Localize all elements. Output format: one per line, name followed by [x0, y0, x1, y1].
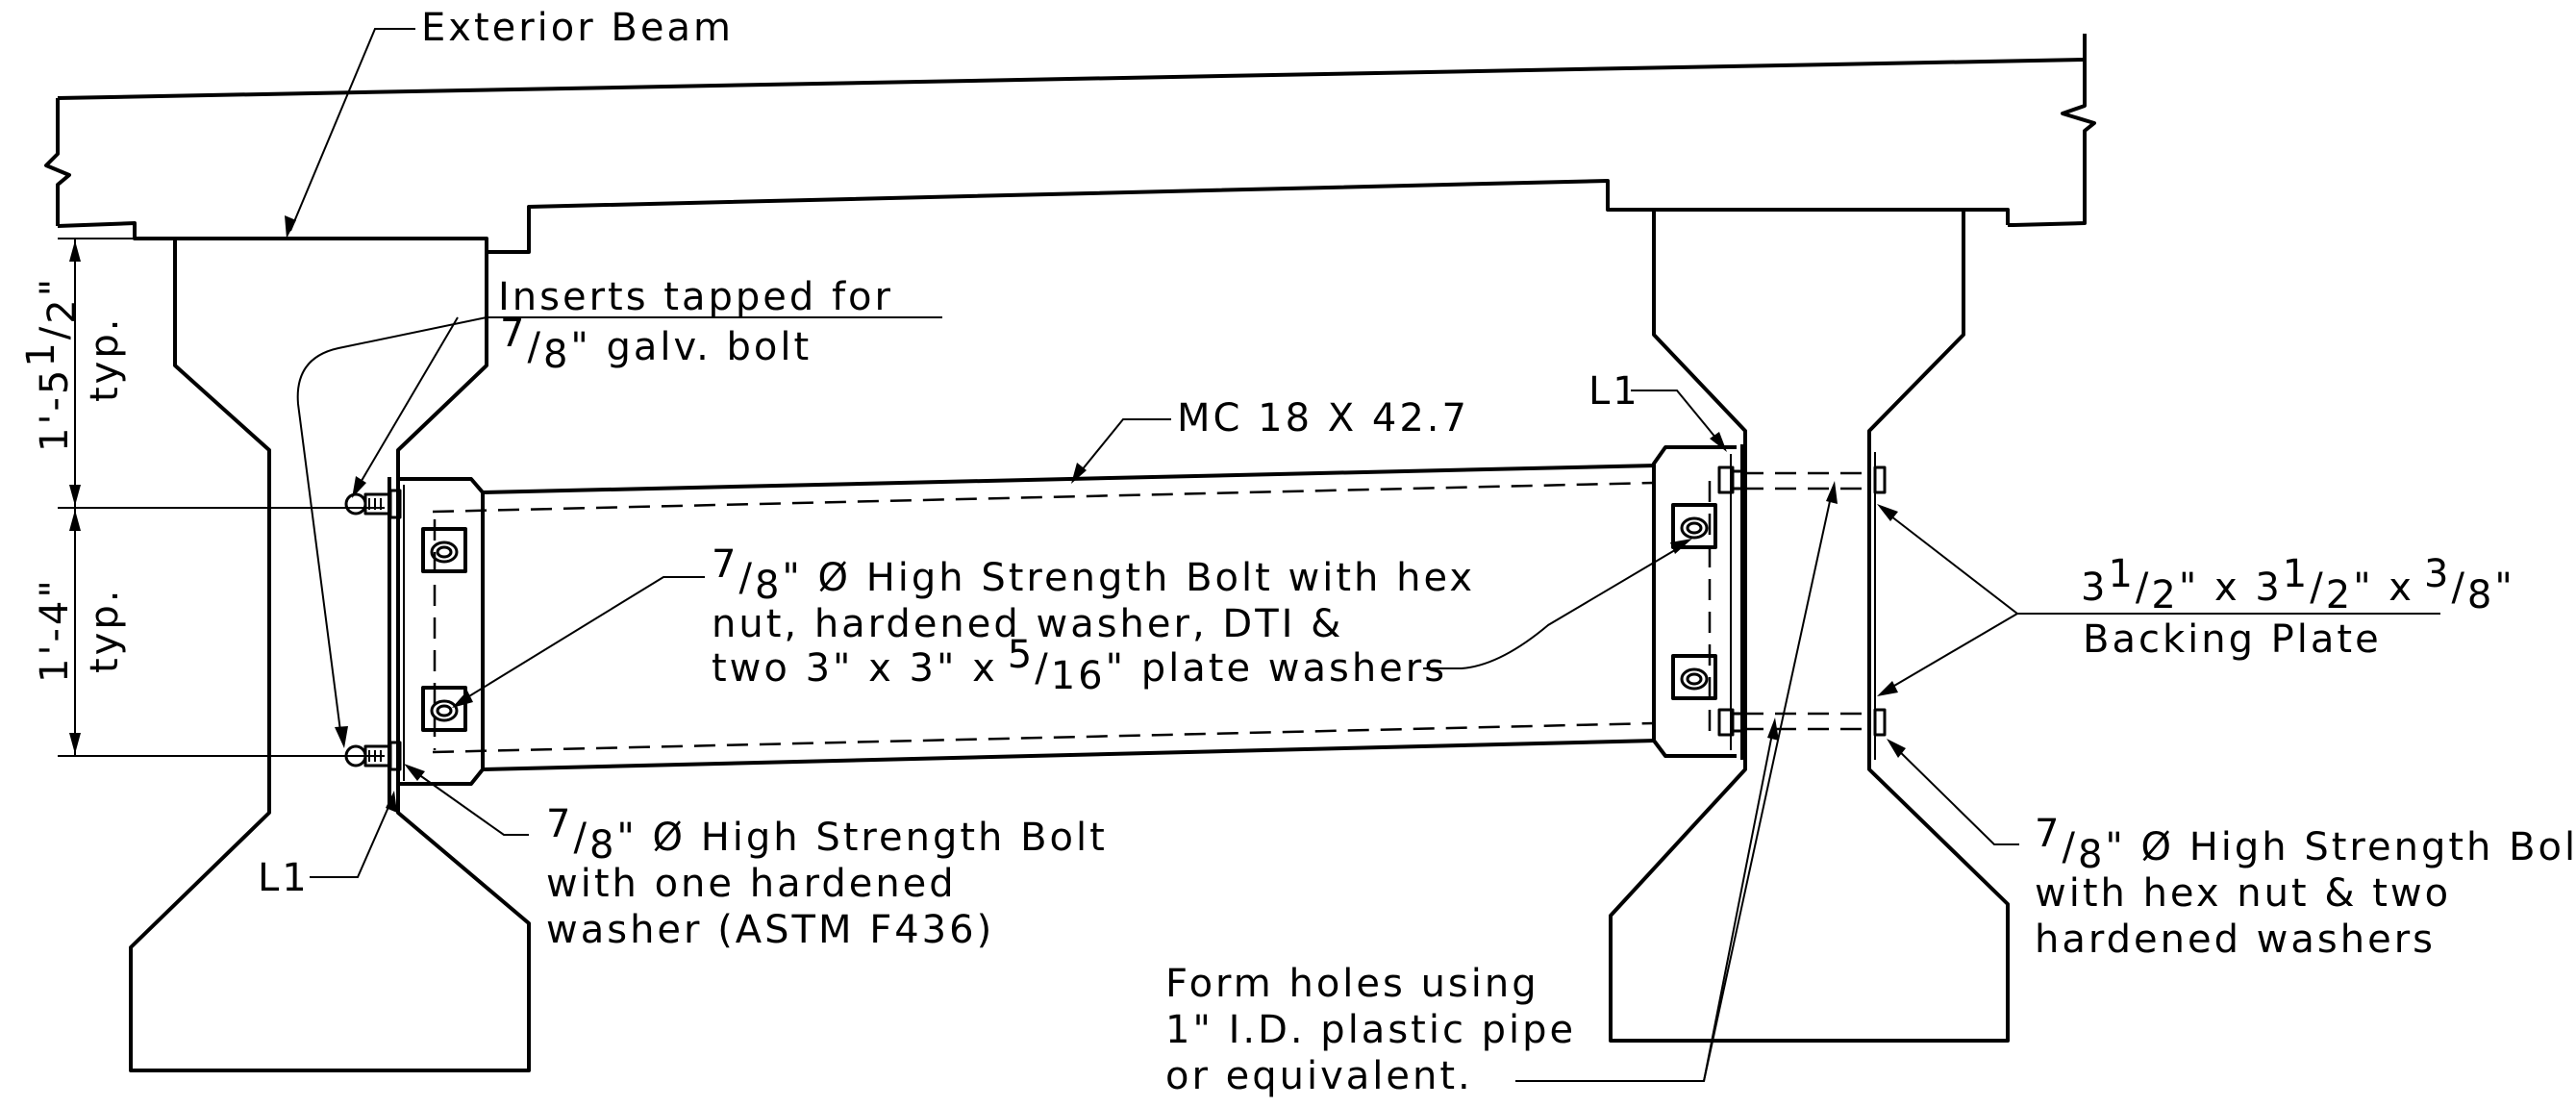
vertical-dimensions [58, 238, 385, 757]
form-holes-leader [1515, 481, 1838, 1082]
label-hs-bolt-main-line1: 7/8" Ø High Strength Bolt with hex [712, 542, 1475, 608]
right-connection-angle [1652, 444, 1744, 760]
label-form-holes-line2: 1" I.D. plastic pipe [1165, 1008, 1576, 1052]
exterior-beam-leader [285, 28, 415, 239]
mc-channel-diaphragm [432, 464, 1657, 771]
label-form-holes-line1: Form holes using [1165, 962, 1539, 1006]
dim-lower-typ: typ. [83, 588, 127, 673]
left-upper-insert-bolt [344, 489, 402, 519]
left-connection-angle [388, 477, 485, 808]
hs-bolt-left-leader [404, 764, 529, 836]
right-lower-through-bolt [1717, 708, 1887, 737]
label-hs-bolt-left-line3: washer (ASTM F436) [546, 908, 994, 952]
channel-leader [1071, 418, 1171, 484]
label-channel: MC 18 X 42.7 [1177, 396, 1469, 440]
hs-bolt-right-leader [1887, 739, 2019, 845]
left-lower-plate-washer-bolt [421, 686, 467, 732]
label-l1-left: L1 [258, 856, 310, 900]
label-hs-bolt-right-line2: with hex nut & two [2035, 871, 2451, 916]
dimension-upper-label: 1'-51/2" [19, 276, 85, 452]
l1-right-leader [1631, 390, 1727, 452]
dim-lower-value: 1'-4" [33, 577, 77, 683]
form-holes [1742, 471, 1869, 731]
l1-left-leader [310, 791, 397, 878]
inserts-leader [296, 316, 942, 748]
label-hs-bolt-right-line1: 7/8" Ø High Strength Bolt [2035, 812, 2576, 877]
backing-plate-leader [1877, 504, 2440, 696]
right-upper-plate-washer-bolt [1671, 503, 1717, 549]
label-hs-bolt-right-line3: hardened washers [2035, 918, 2436, 962]
right-girder [1609, 208, 2010, 1043]
dim-upper-typ: typ. [83, 316, 127, 402]
label-hs-bolt-left-line2: with one hardened [546, 862, 957, 906]
label-exterior-beam: Exterior Beam [421, 6, 734, 50]
label-hs-bolt-left-line1: 7/8" Ø High Strength Bolt [546, 802, 1108, 868]
label-form-holes-line3: or equivalent. [1165, 1054, 1473, 1098]
right-lower-plate-washer-bolt [1671, 654, 1717, 700]
bridge-deck [44, 34, 2096, 254]
label-l1-right: L1 [1588, 369, 1640, 414]
label-backing-plate-name: Backing Plate [2083, 617, 2382, 662]
left-upper-plate-washer-bolt [421, 527, 467, 573]
label-inserts-line2: 7/8" galv. bolt [500, 312, 812, 377]
right-upper-through-bolt [1717, 465, 1887, 494]
hs-bolt-main-leader [452, 539, 1692, 708]
label-hs-bolt-main-line2: nut, hardened washer, DTI & [712, 602, 1343, 646]
label-inserts-line1: Inserts tapped for [498, 275, 893, 319]
left-girder [129, 237, 531, 1072]
dim-upper-value: 1'-51/2" [19, 276, 85, 452]
